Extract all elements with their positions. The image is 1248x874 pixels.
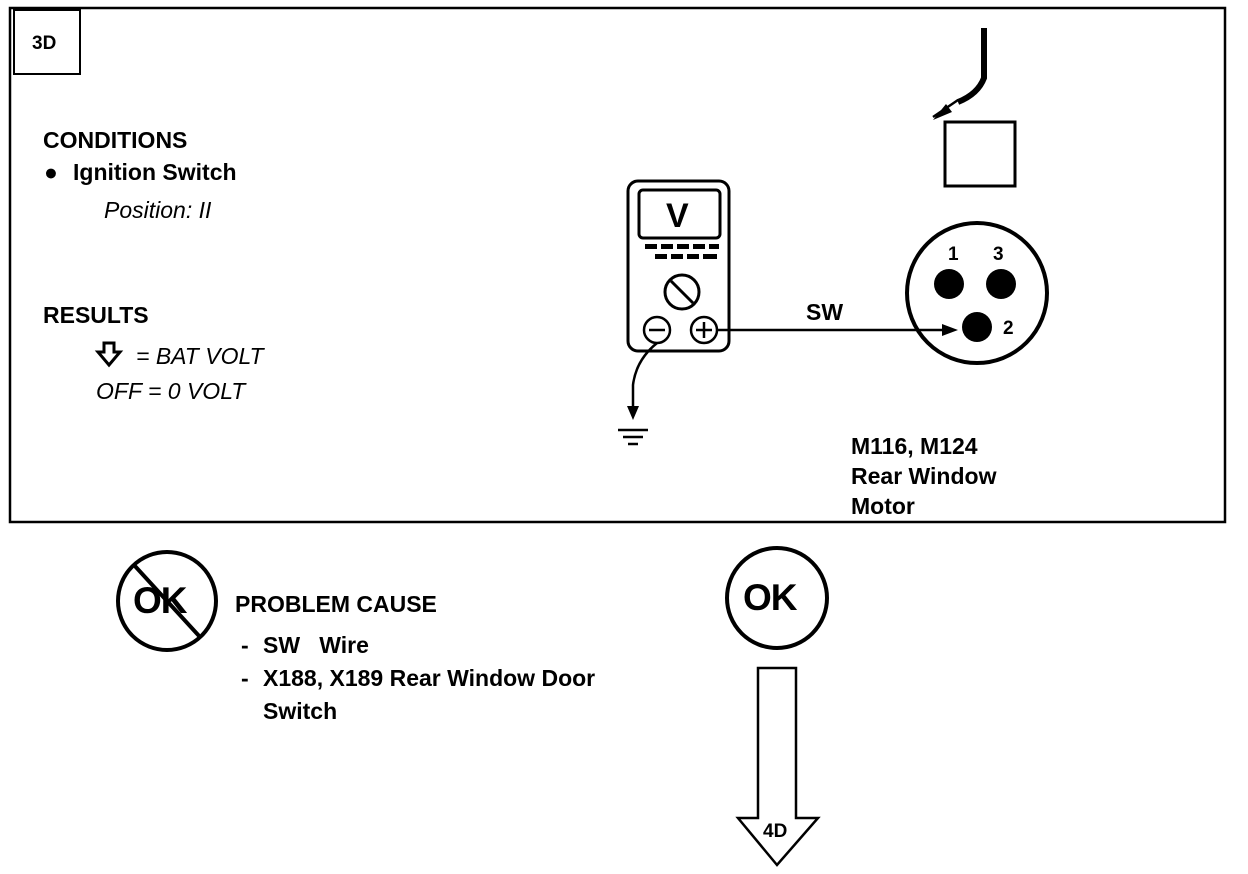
results-heading: RESULTS (43, 302, 149, 328)
test-frame (8, 6, 1227, 524)
conditions-item: Ignition Switch (73, 159, 237, 185)
pin-label-3: 3 (993, 244, 1004, 265)
pin-label-2: 2 (1003, 318, 1014, 339)
pin-1 (934, 269, 964, 299)
cause-2-text: X188, X189 Rear Window Door (263, 665, 596, 691)
probe-tip-arrow (933, 104, 952, 120)
connector-housing (943, 120, 1017, 188)
component-name-2: Motor (851, 493, 915, 519)
cause-2-dash: - (241, 665, 249, 691)
pin-3 (986, 269, 1016, 299)
sw-lead-arrow (942, 324, 958, 336)
next-step-label: 4D (763, 821, 788, 842)
component-ids: M116, M124 (851, 433, 978, 459)
voltmeter-icon (626, 179, 731, 353)
not-ok-badge-text: OK (133, 580, 187, 621)
conditions-bullet: ● (44, 159, 58, 185)
connector-face (905, 221, 1049, 365)
conditions-detail: Position: II (104, 197, 212, 223)
pin-2 (962, 312, 992, 342)
problem-heading: PROBLEM CAUSE (235, 591, 437, 617)
step-tag-box (13, 9, 81, 75)
cause-1-dash: - (241, 632, 249, 658)
conditions-heading: CONDITIONS (43, 127, 188, 153)
not-ok-icon (116, 550, 218, 652)
wire-label: SW (806, 299, 844, 325)
ok-badge-text: OK (743, 577, 797, 618)
ground-lead-arrow (627, 406, 639, 420)
ok-icon (725, 546, 829, 650)
step-id: 3D (32, 33, 57, 54)
ground-symbol-icon (618, 428, 648, 446)
meter-display: V (666, 197, 689, 235)
results-line-2: OFF = 0 VOLT (96, 378, 246, 404)
ground-lead (631, 342, 658, 410)
next-step-arrow (735, 666, 821, 867)
cause-2-cont: Switch (263, 698, 338, 724)
down-arrow-icon (94, 341, 124, 368)
probe-lead (956, 28, 987, 105)
component-name-1: Rear Window (851, 463, 997, 489)
pin-label-1: 1 (948, 244, 959, 265)
results-line-1: = BAT VOLT (136, 343, 264, 369)
cause-1-text: SW Wire (263, 632, 369, 658)
